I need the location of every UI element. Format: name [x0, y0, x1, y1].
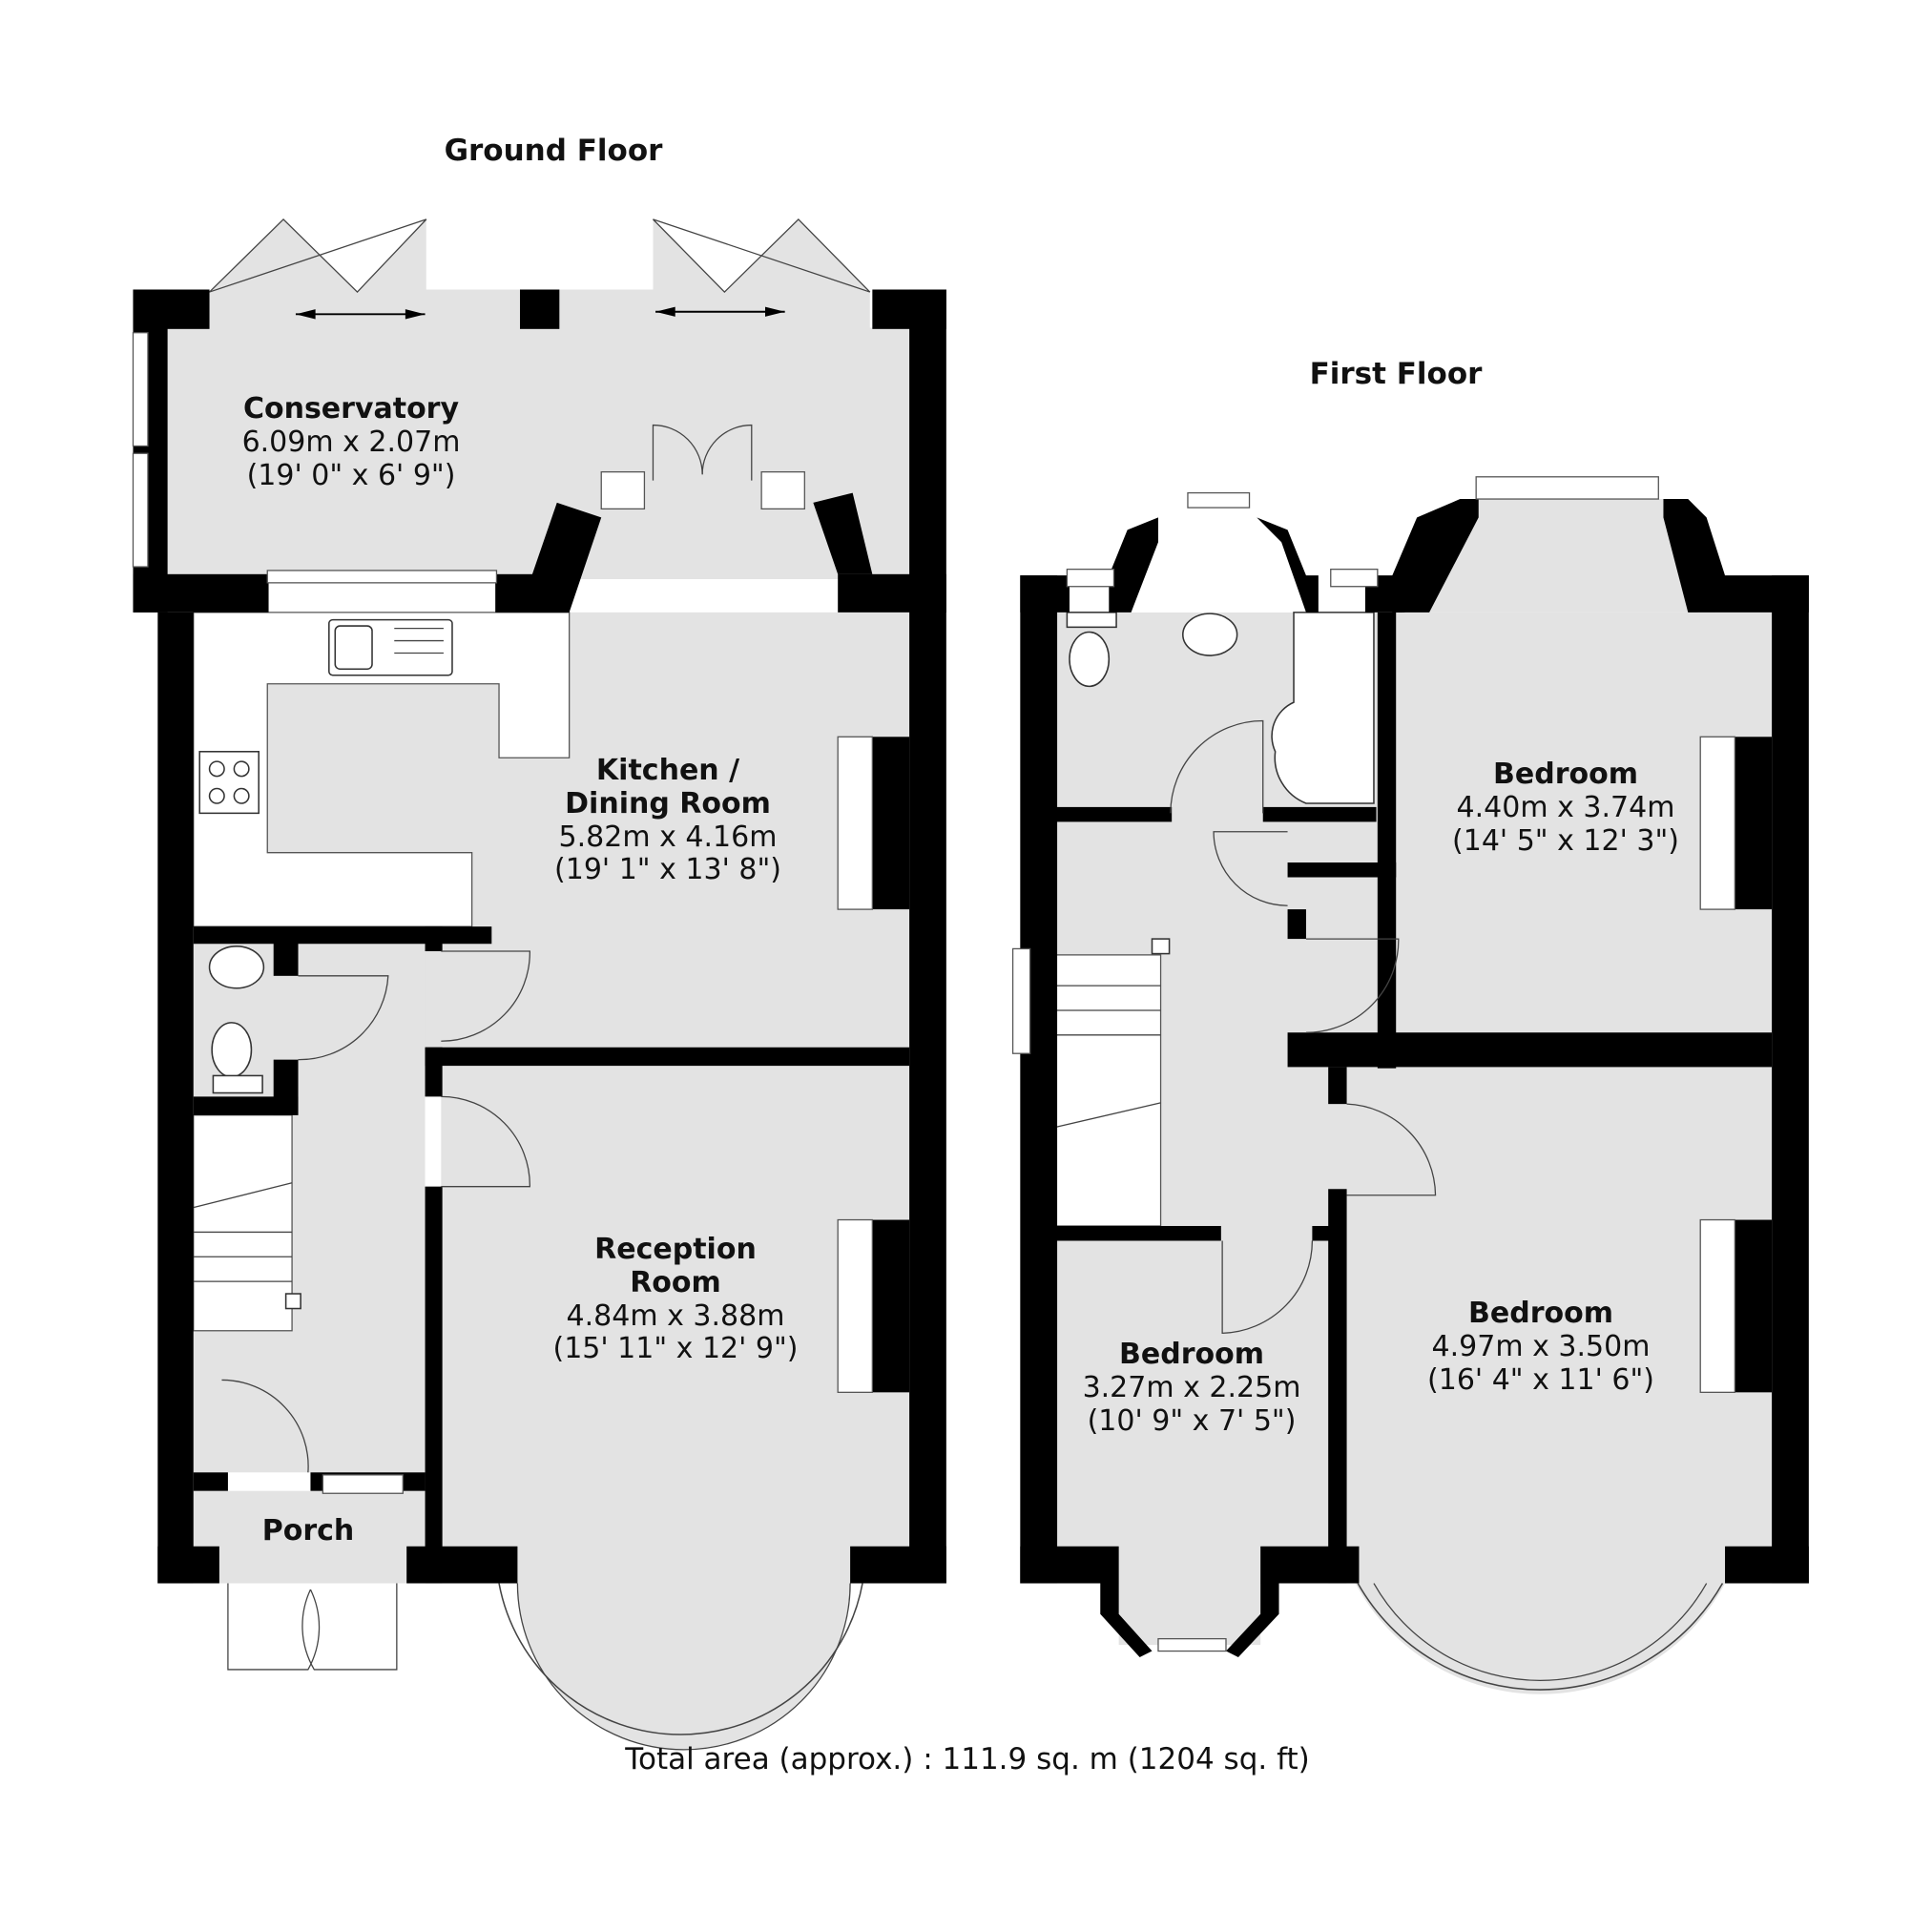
room-name: Kitchen /	[595, 754, 740, 787]
room-dimensions-metric: 4.40m x 3.74m	[1456, 790, 1675, 824]
room-name-line2: Dining Room	[565, 786, 771, 821]
ground-floor-plan	[132, 218, 946, 1751]
room-dimensions-imperial: (14' 5" x 12' 3")	[1452, 823, 1679, 858]
room-name: Reception	[594, 1233, 757, 1266]
room-name-line2: Room	[630, 1265, 721, 1299]
room-label-conservatory: Conservatory 6.09m x 2.07m (19' 0" x 6' …	[241, 392, 461, 492]
room-label-porch: Porch	[261, 1514, 355, 1548]
room-name: Bedroom	[1493, 758, 1638, 791]
room-dimensions-metric: 6.09m x 2.07m	[241, 425, 461, 459]
room-dimensions-metric: 5.82m x 4.16m	[558, 820, 778, 854]
room-name: Bedroom	[1119, 1338, 1264, 1371]
room-dimensions-imperial: (19' 1" x 13' 8")	[554, 853, 781, 887]
room-dimensions-metric: 4.84m x 3.88m	[566, 1298, 785, 1333]
room-dimensions-imperial: (15' 11" x 12' 9")	[552, 1332, 799, 1366]
room-label-bedroom-rear: Bedroom 4.40m x 3.74m (14' 5" x 12' 3")	[1452, 758, 1679, 858]
room-label-bedroom-small: Bedroom 3.27m x 2.25m (10' 9" x 7' 5")	[1082, 1338, 1301, 1438]
first-floor-title: First Floor	[1309, 357, 1483, 391]
room-dimensions-metric: 4.97m x 3.50m	[1431, 1329, 1651, 1363]
first-floor-plan	[1011, 476, 1809, 1694]
room-name: Bedroom	[1468, 1297, 1613, 1330]
total-area: Total area (approx.) : 111.9 sq. m (1204…	[625, 1742, 1310, 1776]
room-dimensions-metric: 3.27m x 2.25m	[1082, 1370, 1301, 1404]
room-dimensions-imperial: (19' 0" x 6' 9")	[246, 458, 456, 492]
room-label-reception: Reception Room 4.84m x 3.88m (15' 11" x …	[552, 1233, 799, 1366]
room-dimensions-imperial: (10' 9" x 7' 5")	[1087, 1403, 1297, 1438]
room-dimensions-imperial: (16' 4" x 11' 6")	[1427, 1362, 1654, 1397]
room-label-kitchen-dining: Kitchen / Dining Room 5.82m x 4.16m (19'…	[554, 754, 781, 887]
room-name: Conservatory	[242, 392, 460, 426]
room-label-bedroom-front: Bedroom 4.97m x 3.50m (16' 4" x 11' 6")	[1427, 1297, 1654, 1397]
ground-floor-title: Ground Floor	[444, 134, 663, 168]
room-name: Porch	[261, 1514, 355, 1548]
